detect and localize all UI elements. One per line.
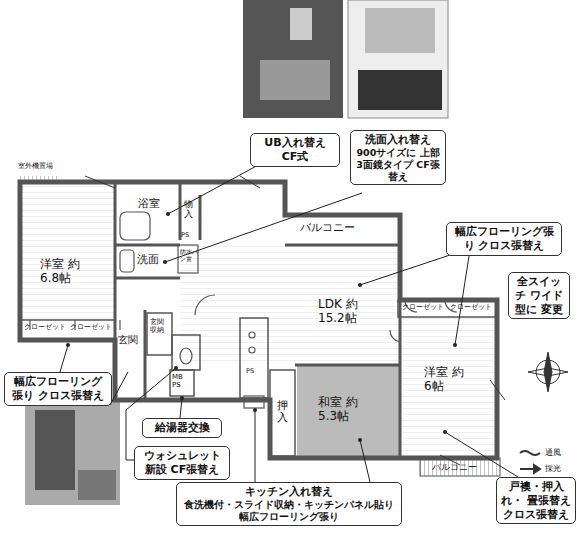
callout-text: ウォシュレット新設 CF張替え [139,449,225,477]
callout-box: キッチン入れ替え食洗機付・スライド収納・キッチンパネル貼り 幅広フローリング張り [176,482,402,526]
room-label: 防水パン置 [180,249,198,263]
callout-box: UB入れ替え CF式 [250,133,340,167]
callout-box: ウォシュレット新設 CF張替え [134,446,230,480]
room-label: 洋室 約6帖 [424,366,470,394]
room-label: 押入 [277,400,288,424]
callout-text: 戸襖・押入れ・ 畳張替え クロス張替え [501,480,571,521]
room-label: 玄関収納 [150,318,170,334]
room-label: PS [181,232,189,239]
room-label: 洗面 [137,254,159,267]
compass [528,352,568,392]
room-label: クローゼット [70,324,112,331]
room-label: MB PS [172,373,192,389]
tatami [297,366,399,456]
bath-photo [243,0,343,118]
callout-text: 洗面入れ替え [355,133,441,147]
callout-detail: 食洗機付・スライド収納・キッチンパネル貼り 幅広フローリング張り [181,499,397,523]
callout-text: 給湯器交換 [147,421,217,435]
room-label: クローゼット [24,324,66,331]
room-label: 洋室 約6.8帖 [40,258,95,286]
callout-box: 戸襖・押入れ・ 畳張替え クロス張替え [496,477,576,524]
callout-text: 幅広フローリング張り クロス張替え [451,225,557,253]
room-label: 浴室 [138,198,160,211]
callout-text: 幅広フローリング張り クロス張替え [9,375,107,403]
room-label: 室外機置場 [18,162,53,170]
callout-detail: 900サイズに 上部3面鏡タイプ CF張替え [355,147,441,183]
callout-box: 幅広フローリング張り クロス張替え [4,372,112,406]
room-label: クローゼット [450,304,492,311]
callout-box: 洗面入れ替え900サイズに 上部3面鏡タイプ CF張替え [350,130,446,185]
room-label: 和室 約5.3帖 [318,396,376,424]
callout-text: 全スイッチ ワイド型に 変更 [513,275,565,316]
callout-box: 全スイッチ ワイド型に 変更 [508,272,570,319]
room-label: バルコニー [300,222,355,235]
room-label: 物入 [184,200,193,220]
room-label: バルコニー [432,462,477,472]
callout-box: 給湯器交換 [142,418,222,438]
legend-text: 通風 [545,447,561,458]
ventilation-sample [520,451,540,455]
room-label: PS [246,368,254,375]
lighting-sample [520,465,540,473]
callout-box: 幅広フローリング張り クロス張替え [446,222,562,256]
legend-text: 採光 [545,463,561,474]
vanity-photo [348,0,448,118]
callout-text: キッチン入れ替え [181,485,397,499]
room-label: 玄関 [118,334,138,346]
entrance-photo [25,400,120,505]
callout-text: UB入れ替え CF式 [255,136,335,164]
room-label: LDK 約15.2帖 [318,298,380,326]
room-label: クローゼット [402,304,444,311]
